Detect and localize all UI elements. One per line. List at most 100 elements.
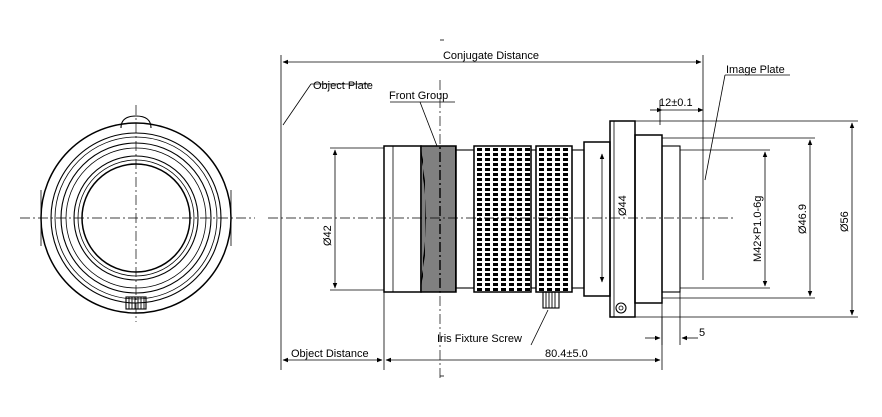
knurl-cell — [517, 278, 522, 281]
knurl-cell — [477, 278, 482, 281]
knurl-cell — [517, 273, 522, 276]
knurl-cell — [563, 288, 568, 291]
knurl-cell — [493, 263, 498, 266]
knurl-cell — [539, 208, 544, 211]
knurl-cell — [539, 153, 544, 156]
knurl-cell — [509, 228, 514, 231]
knurl-cell — [539, 288, 544, 291]
knurl-cell — [517, 148, 522, 151]
knurl-cell — [563, 248, 568, 251]
knurl-cell — [547, 223, 552, 226]
knurl-cell — [517, 153, 522, 156]
knurl-cell — [547, 258, 552, 261]
knurl-cell — [525, 198, 530, 201]
knurl-cell — [555, 183, 560, 186]
knurl-cell — [539, 243, 544, 246]
knurl-cell — [517, 228, 522, 231]
knurl-cell — [509, 248, 514, 251]
knurl-cell — [493, 233, 498, 236]
knurl-cell — [547, 193, 552, 196]
knurl-cell — [501, 288, 506, 291]
knurl-cell — [517, 268, 522, 271]
knurl-cell — [485, 228, 490, 231]
knurl-cell — [493, 208, 498, 211]
knurl-cell — [517, 203, 522, 206]
knurl-cell — [477, 208, 482, 211]
knurl-cell — [563, 183, 568, 186]
knurl-cell — [509, 168, 514, 171]
knurl-cell — [501, 188, 506, 191]
knurl-cell — [539, 233, 544, 236]
knurl-cell — [517, 263, 522, 266]
knurl-cell — [539, 158, 544, 161]
knurl-cell — [477, 273, 482, 276]
knurl-cell — [517, 213, 522, 216]
knurl-cell — [493, 153, 498, 156]
knurl-cell — [563, 158, 568, 161]
knurl-cell — [525, 273, 530, 276]
front-diameter-label: Ø42 — [322, 225, 334, 246]
knurl-cell — [563, 263, 568, 266]
knurl-cell — [547, 218, 552, 221]
knurl-cell — [539, 148, 544, 151]
knurl-cell — [517, 253, 522, 256]
knurl-cell — [539, 188, 544, 191]
knurl-cell — [539, 193, 544, 196]
knurl-cell — [493, 173, 498, 176]
mount-thread-label: M42×P1.0-6g — [752, 196, 764, 262]
knurl-cell — [485, 243, 490, 246]
knurl-cell — [563, 268, 568, 271]
knurl-cell — [485, 238, 490, 241]
knurl-cell — [485, 188, 490, 191]
knurl-cell — [477, 263, 482, 266]
knurl-cell — [517, 238, 522, 241]
knurl-cell — [525, 178, 530, 181]
knurl-cell — [493, 183, 498, 186]
flange-thickness-label: 12±0.1 — [659, 97, 693, 109]
knurl-cell — [477, 183, 482, 186]
knurl-cell — [509, 233, 514, 236]
knurl-cell — [501, 248, 506, 251]
knurl-cell — [547, 178, 552, 181]
knurl-cell — [477, 193, 482, 196]
knurl-cell — [509, 218, 514, 221]
knurl-cell — [485, 168, 490, 171]
knurl-cell — [525, 168, 530, 171]
knurl-cell — [493, 178, 498, 181]
knurl-cell — [525, 288, 530, 291]
knurl-cell — [477, 228, 482, 231]
knurl-cell — [547, 243, 552, 246]
knurl-cell — [501, 253, 506, 256]
knurl-cell — [525, 193, 530, 196]
knurl-cell — [563, 233, 568, 236]
knurl-cell — [477, 288, 482, 291]
knurl-cell — [517, 178, 522, 181]
knurl-cell — [493, 148, 498, 151]
knurl-cell — [485, 208, 490, 211]
knurl-cell — [555, 203, 560, 206]
knurl-cell — [493, 213, 498, 216]
knurl-cell — [539, 168, 544, 171]
knurl-cell — [555, 148, 560, 151]
knurl-cell — [539, 198, 544, 201]
knurl-cell — [555, 213, 560, 216]
knurl-cell — [555, 258, 560, 261]
knurl-cell — [493, 258, 498, 261]
conjugate-distance-label: Conjugate Distance — [443, 50, 539, 62]
knurl-cell — [509, 183, 514, 186]
knurl-cell — [525, 263, 530, 266]
knurl-cell — [547, 183, 552, 186]
knurl-cell — [485, 278, 490, 281]
knurl-cell — [563, 258, 568, 261]
knurl-cell — [485, 148, 490, 151]
knurl-cell — [517, 188, 522, 191]
lens-length-label: 80.4±5.0 — [545, 348, 588, 360]
knurl-cell — [547, 208, 552, 211]
knurl-cell — [493, 203, 498, 206]
knurl-cell — [501, 198, 506, 201]
flange-inner-diameter-label: Ø46.9 — [797, 204, 809, 234]
knurl-cell — [547, 273, 552, 276]
knurl-cell — [547, 158, 552, 161]
knurl-cell — [563, 238, 568, 241]
knurl-cell — [485, 163, 490, 166]
